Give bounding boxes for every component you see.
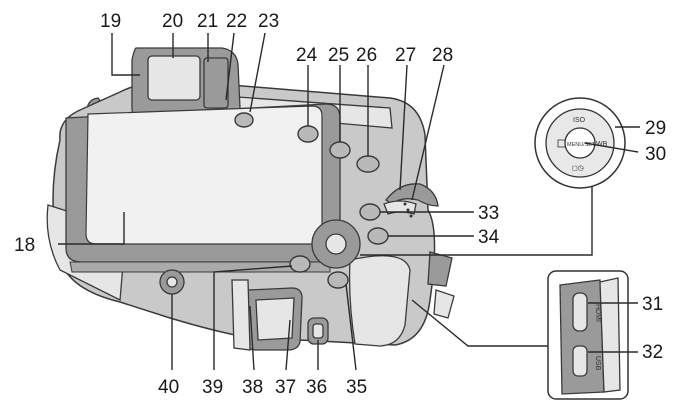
- callout-35: 35: [346, 377, 367, 398]
- callout-27: 27: [395, 45, 416, 66]
- hdmi-label: HDMI: [594, 304, 601, 322]
- hdmi-port: [572, 292, 588, 332]
- bottom-parts: [159, 269, 329, 351]
- usb-label: USB: [594, 356, 601, 371]
- callout-18: 18: [14, 235, 35, 256]
- rear-buttons: [234, 112, 413, 289]
- callout-21: 21: [197, 11, 218, 32]
- callout-29: 29: [645, 118, 666, 139]
- inset-ports: HDMI USB: [547, 270, 629, 400]
- button-39: [289, 255, 311, 273]
- callout-38: 38: [242, 377, 263, 398]
- leader-lines: [58, 32, 640, 371]
- callout-26: 26: [356, 45, 377, 66]
- button-35: [327, 271, 349, 289]
- usb-port: [572, 345, 588, 377]
- callout-39: 39: [202, 377, 223, 398]
- callout-32: 32: [642, 342, 663, 363]
- callout-25: 25: [328, 45, 349, 66]
- callout-28: 28: [432, 45, 453, 66]
- button-33: [359, 203, 381, 221]
- callout-22: 22: [226, 11, 247, 32]
- wb-label: WB: [596, 141, 608, 148]
- button-24: [297, 125, 319, 143]
- inset-cursor-pad: ISO WB MENU/SET ◻◷: [534, 97, 626, 189]
- callout-20: 20: [162, 11, 183, 32]
- callout-37: 37: [275, 377, 296, 398]
- iso-label: ISO: [573, 117, 586, 124]
- svg-text:◻◷: ◻◷: [572, 165, 584, 172]
- lcd-monitor: [65, 103, 341, 273]
- callout-33: 33: [478, 203, 499, 224]
- button-23: [234, 112, 254, 128]
- callout-23: 23: [258, 11, 279, 32]
- button-34: [367, 227, 389, 245]
- callout-24: 24: [296, 45, 318, 66]
- callout-40: 40: [158, 377, 179, 398]
- callout-31: 31: [642, 294, 663, 315]
- callout-34: 34: [478, 227, 500, 248]
- callout-numbers: 19 20 21 22 23 24 25 26 27 28 29 30 31 3…: [14, 11, 666, 398]
- button-26: [356, 155, 380, 173]
- button-25: [329, 141, 351, 159]
- callout-19: 19: [100, 11, 121, 32]
- callout-36: 36: [306, 377, 327, 398]
- callout-30: 30: [645, 144, 666, 165]
- menu-set-label: MENU/SET: [567, 142, 596, 148]
